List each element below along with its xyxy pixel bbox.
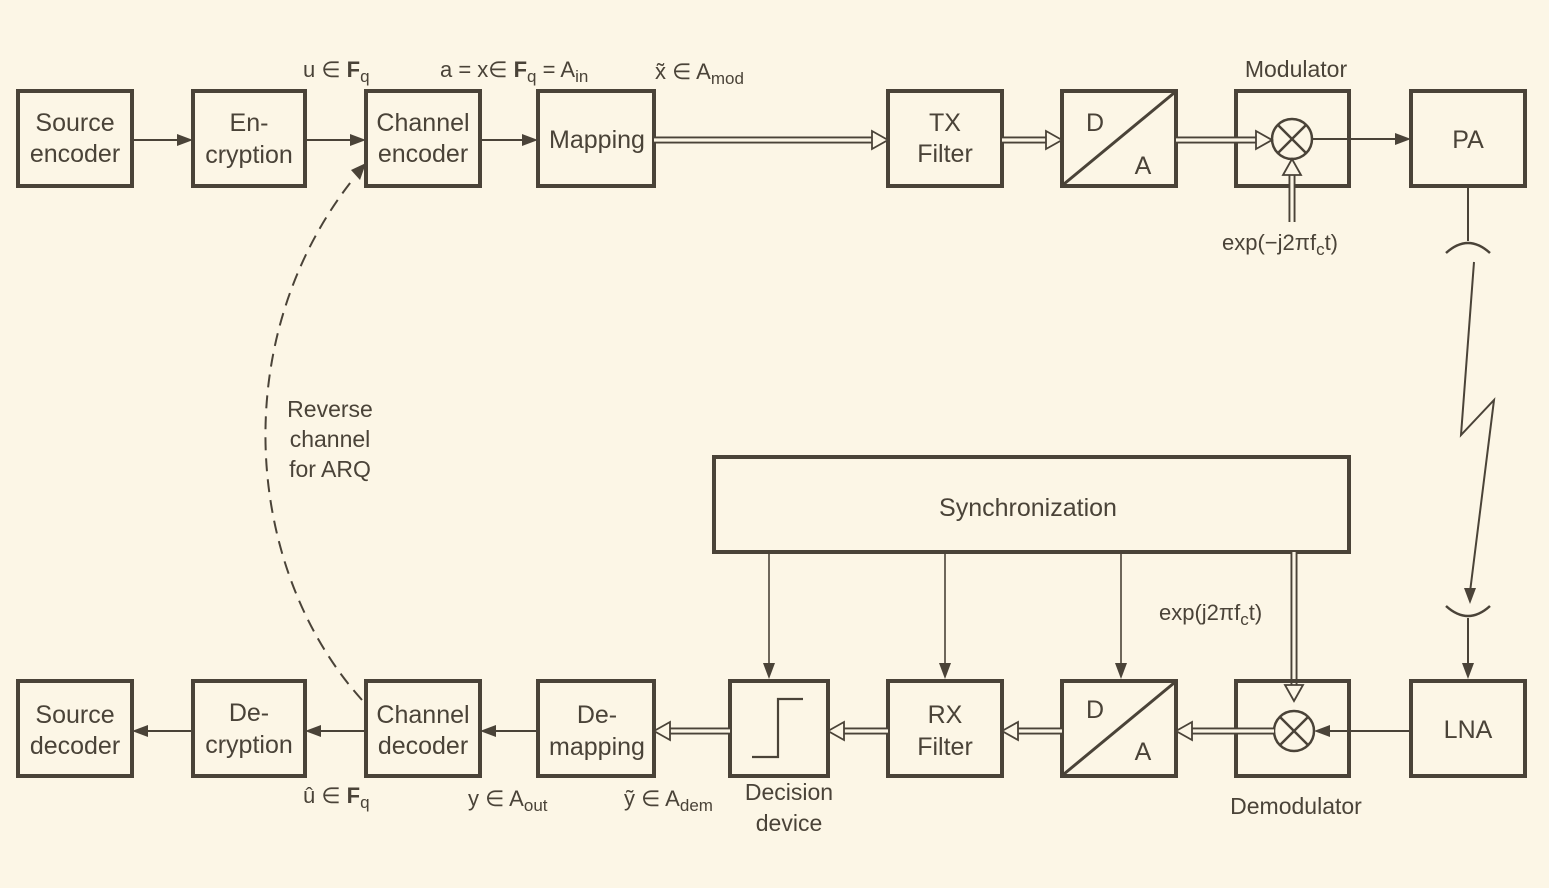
- decision-device-label-2: device: [756, 810, 822, 836]
- wireless-channel: [1459, 261, 1496, 604]
- demodulator-label: Demodulator: [1230, 793, 1362, 819]
- da-converter-rx-block: D A: [1060, 679, 1178, 778]
- decision-device-block: [728, 679, 830, 778]
- symbol-u-hat: û ∈ Fq: [303, 783, 370, 812]
- rx-carrier-label: exp(j2πfct): [1159, 600, 1262, 629]
- lna-label: LNA: [1444, 716, 1493, 744]
- source-decoder-block: Source decoder: [16, 679, 134, 778]
- rx-filter-block: RX Filter: [886, 679, 1004, 778]
- symbol-u: u ∈ Fq: [303, 57, 370, 86]
- synchronization-block: Synchronization: [712, 455, 1351, 554]
- decryption-block: De- cryption: [191, 679, 307, 778]
- decryption-label-2: cryption: [205, 731, 293, 759]
- lna-block: LNA: [1409, 679, 1527, 778]
- channel-decoder-block: Channel decoder: [364, 679, 482, 778]
- decision-device-label-1: Decision: [745, 779, 833, 805]
- symbol-a: a = x∈ Fq = Ain: [440, 57, 588, 86]
- mapping-label: Mapping: [549, 126, 645, 154]
- da-rx-d-label: D: [1086, 696, 1104, 724]
- channel-decoder-label-1: Channel: [376, 701, 469, 729]
- tx-antenna: [1445, 186, 1491, 254]
- da-tx-a-label: A: [1135, 152, 1152, 180]
- channel-encoder-block: Channel encoder: [364, 89, 482, 188]
- tx-filter-label-1: TX: [929, 109, 961, 137]
- modulator-label: Modulator: [1245, 56, 1348, 82]
- channel-decoder-label-2: decoder: [378, 732, 468, 760]
- rx-filter-label-1: RX: [928, 701, 963, 729]
- reverse-channel-label-3: for ARQ: [289, 456, 371, 482]
- encryption-label-2: cryption: [205, 141, 293, 169]
- decryption-label-1: De-: [229, 699, 269, 727]
- pa-label: PA: [1452, 126, 1484, 154]
- source-encoder-block: Source encoder: [16, 89, 134, 188]
- mapping-block: Mapping: [536, 89, 656, 188]
- rx-filter-label-2: Filter: [917, 733, 973, 761]
- tx-filter-block: TX Filter: [886, 89, 1004, 188]
- da-tx-d-label: D: [1086, 109, 1104, 137]
- tx-filter-label-2: Filter: [917, 140, 973, 168]
- synchronization-label: Synchronization: [939, 494, 1117, 522]
- rx-antenna: [1445, 605, 1491, 679]
- source-encoder-label-2: encoder: [30, 140, 120, 168]
- pa-block: PA: [1409, 89, 1527, 188]
- demapping-label-1: De-: [577, 701, 617, 729]
- symbol-y: y ∈ Aout: [468, 786, 548, 815]
- da-rx-a-label: A: [1135, 738, 1152, 766]
- reverse-channel-arrow: [264, 163, 366, 701]
- da-converter-tx-block: D A: [1060, 89, 1178, 188]
- channel-encoder-label-1: Channel: [376, 109, 469, 137]
- demapping-label-2: mapping: [549, 733, 645, 761]
- channel-encoder-label-2: encoder: [378, 140, 468, 168]
- source-decoder-label-2: decoder: [30, 732, 120, 760]
- source-decoder-label-1: Source: [35, 701, 114, 729]
- symbol-y-tilde: ỹ ∈ Adem: [624, 786, 713, 815]
- reverse-channel-label-1: Reverse: [287, 396, 373, 422]
- source-encoder-label-1: Source: [35, 109, 114, 137]
- tx-carrier-label: exp(−j2πfct): [1222, 230, 1338, 259]
- demapping-block: De- mapping: [536, 679, 656, 778]
- tx-signal-path: [132, 129, 1411, 222]
- encryption-label-1: En-: [230, 109, 269, 137]
- encryption-block: En- cryption: [191, 89, 307, 188]
- reverse-channel-label-2: channel: [290, 426, 371, 452]
- rx-signal-path: [132, 720, 1411, 742]
- symbol-x-tilde: x̃ ∈ Amod: [655, 59, 744, 88]
- sync-connections: [763, 552, 1305, 703]
